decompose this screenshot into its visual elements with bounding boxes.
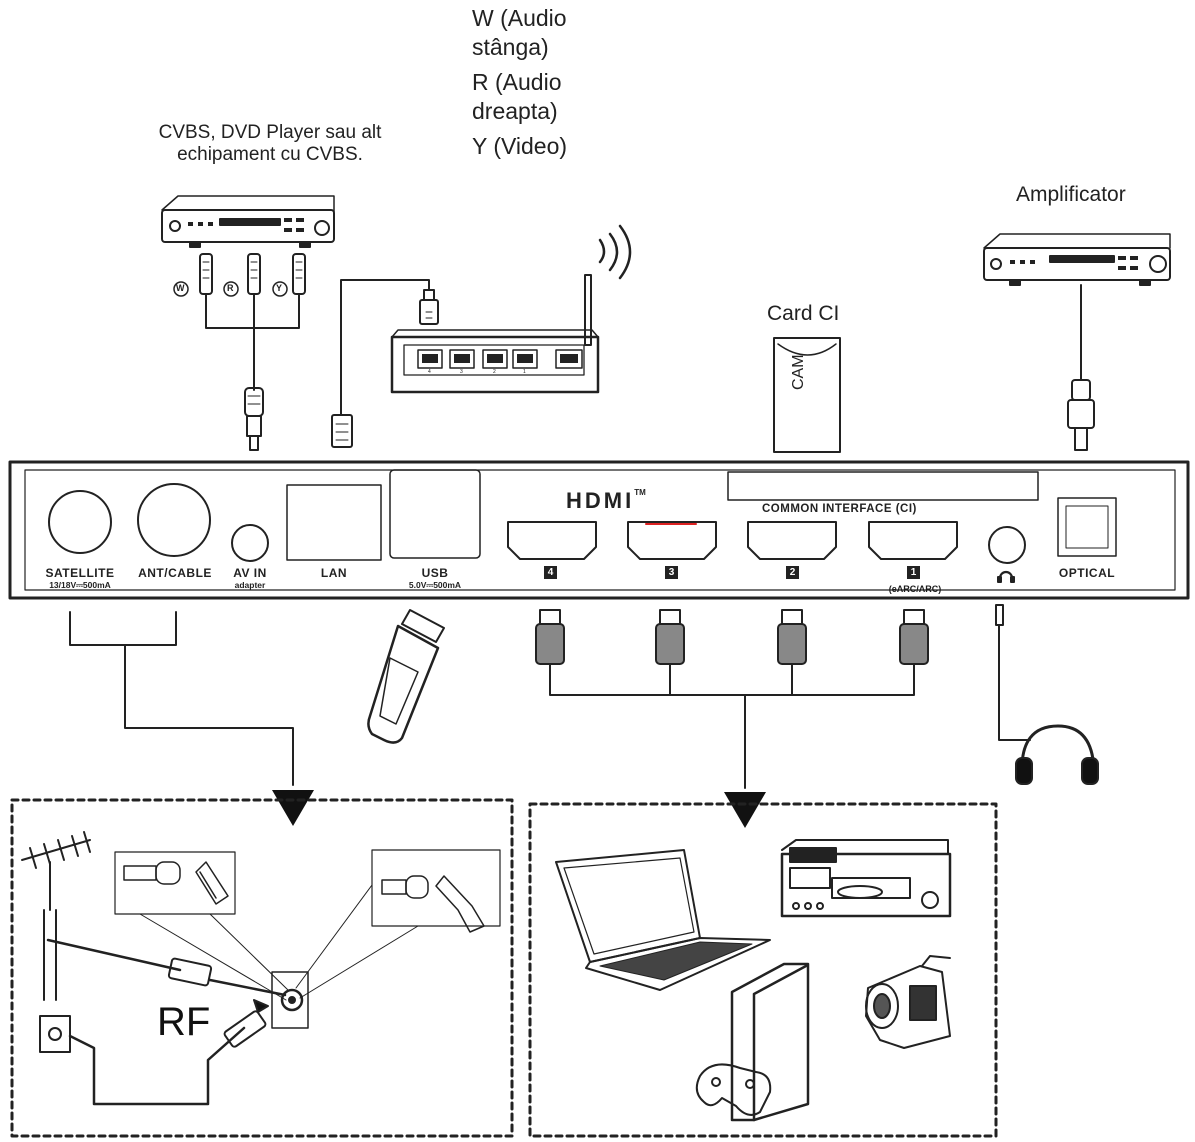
- card-ci-label: Card CI: [767, 302, 840, 325]
- ant-cable-port: [137, 483, 211, 557]
- hdmi-port-3: [627, 521, 717, 560]
- laptop-icon: [555, 849, 771, 991]
- hdmi-logo: HDMITM: [566, 488, 646, 513]
- rca-legend: W (Audio stânga) R (Audio dreapta) Y (Vi…: [472, 4, 567, 167]
- hdmi-arrow: [724, 792, 766, 828]
- hdmi-1-earc-label: (eARC/ARC): [888, 584, 942, 594]
- hdmi-2-number: 2: [786, 566, 799, 579]
- plug-letter-r: R: [227, 283, 234, 293]
- headphone-port: [988, 526, 1026, 564]
- hdmi-port-2: [747, 521, 837, 560]
- amplifier-icon: [983, 233, 1171, 286]
- cam-card-icon: [773, 337, 841, 453]
- headphones-icon: [995, 604, 1099, 785]
- video-label: Y (Video): [472, 133, 568, 159]
- zoom-callout-right: [371, 849, 501, 927]
- svg-text:2: 2: [493, 369, 496, 375]
- usb-port-label: USB 5.0V⎓500mA: [408, 566, 462, 590]
- svg-text:3: 3: [460, 369, 463, 375]
- satellite-port: [48, 490, 112, 554]
- antenna-icon: [21, 831, 91, 1001]
- zoom-callout-left: [114, 851, 236, 915]
- camcorder-icon: [865, 955, 951, 1049]
- lan-cable: [331, 279, 439, 448]
- optical-port: [1057, 497, 1117, 557]
- blu-ray-player-icon: [780, 839, 952, 918]
- cam-label: CAM: [790, 354, 807, 390]
- hdmi-port-4: [507, 521, 597, 560]
- hdmi-cables: [535, 609, 929, 789]
- av-in-port-label: AV IN adapter: [233, 566, 267, 590]
- plug-letter-markers: [173, 281, 288, 297]
- router-icon: [390, 224, 632, 394]
- cvbs-device-label: CVBS, DVD Player sau alt echipament cu C…: [158, 122, 382, 165]
- rf-arrow: [272, 790, 314, 826]
- common-interface-label: COMMON INTERFACE (CI): [762, 503, 917, 515]
- optical-cable: [1067, 284, 1095, 451]
- dvd-player-icon: [161, 195, 335, 248]
- lan-port: [286, 484, 382, 561]
- plug-letter-y: Y: [276, 283, 283, 293]
- audio-left-label: W (Audio stânga): [472, 5, 567, 60]
- devices-box: [528, 802, 998, 1138]
- optical-port-label: OPTICAL: [1058, 566, 1116, 580]
- rf-connection-line: [69, 611, 294, 786]
- satellite-port-label: SATELLITE 13/18V⎓500mA: [45, 566, 115, 590]
- av-in-port: [231, 524, 269, 562]
- usb-port: [389, 469, 481, 559]
- audio-right-label: R (Audio dreapta): [472, 69, 562, 124]
- rca-cable: [199, 253, 306, 451]
- wall-socket-icon: [39, 1015, 71, 1053]
- hdmi-1-number: 1: [907, 566, 920, 579]
- tv-back-panel: [8, 460, 1190, 600]
- usb-stick-icon: [367, 609, 445, 744]
- amplifier-label: Amplificator: [1016, 183, 1126, 206]
- lan-port-label: LAN: [320, 566, 348, 580]
- game-console-icon: [730, 962, 810, 1122]
- svg-text:4: 4: [428, 369, 431, 375]
- rf-label: RF: [157, 1000, 211, 1044]
- ant-cable-port-label: ANT/CABLE: [138, 566, 212, 580]
- hdmi-4-number: 4: [544, 566, 557, 579]
- plug-letter-w: W: [176, 283, 185, 293]
- ci-slot: [727, 471, 1039, 501]
- svg-text:1: 1: [523, 369, 526, 375]
- gamepad-icon: [695, 1063, 772, 1116]
- hdmi-3-number: 3: [665, 566, 678, 579]
- hdmi-port-1: [868, 521, 958, 560]
- tv-antenna-socket: [271, 971, 309, 1029]
